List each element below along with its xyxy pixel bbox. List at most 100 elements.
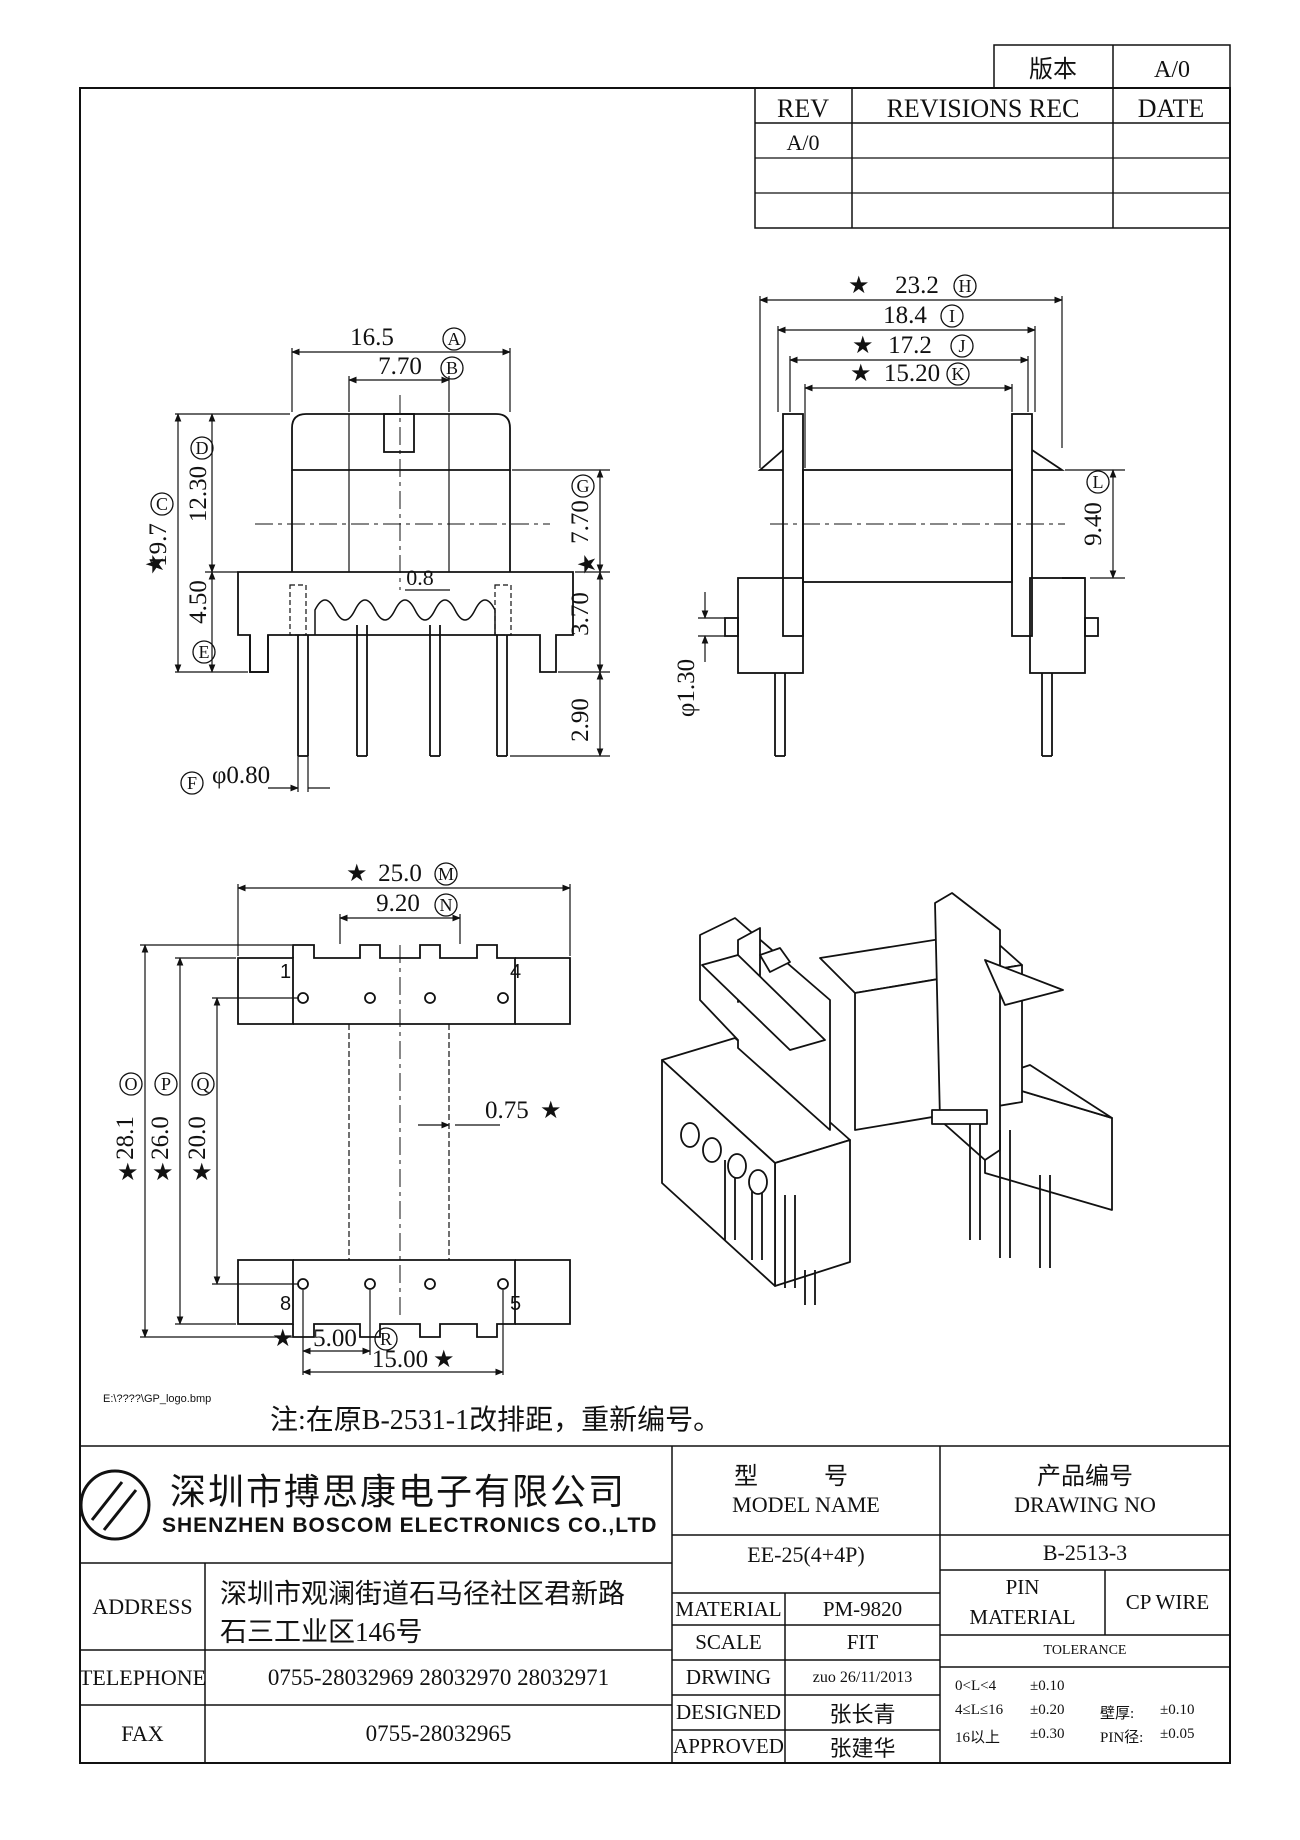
dim-D-value: 12.30 <box>185 466 212 522</box>
model-label-en: MODEL NAME <box>732 1492 880 1517</box>
label-B: B <box>446 358 458 378</box>
label-G: G <box>577 476 590 496</box>
pin-5-label: 5 <box>510 1293 521 1315</box>
dim-H-star: ★ <box>848 273 870 299</box>
company-name-en: SHENZHEN BOSCOM ELECTRONICS CO.,LTD <box>162 1514 658 1537</box>
side-dim-text: 23.2 18.4 17.2 15.20 9.40 φ1.30 ★ ★ ★ <box>673 272 1107 717</box>
dim-C-value: 19.7 <box>145 523 172 567</box>
label-L: L <box>1093 472 1104 492</box>
drawing-border <box>79 87 1231 1764</box>
version-label: 版本 <box>1029 56 1077 83</box>
drawing-no-value: B-2513-3 <box>1042 1540 1128 1565</box>
material-label: MATERIAL <box>675 1596 782 1621</box>
revisions-table: REV REVISIONS REC DATE A/0 <box>754 87 1231 229</box>
pin-material-value: CP WIRE <box>1125 1590 1210 1614</box>
dim-K-value: 15.20 <box>884 360 940 387</box>
side-circle-labels: H I J K L <box>940 274 1110 494</box>
dim-A-value: 16.5 <box>350 324 394 351</box>
note-text: 注:在原B-2531-1改排距，重新编号。 <box>270 1405 722 1436</box>
company-logo <box>79 1469 151 1541</box>
rev-row-1: A/0 <box>787 130 820 155</box>
tolerance-range-3: 16以上 <box>955 1730 1001 1746</box>
dim-pindia-value: φ1.30 <box>673 659 700 717</box>
wall-thickness-value: ±0.10 <box>1160 1702 1195 1718</box>
model-label-cn: 型 号 <box>734 1463 878 1490</box>
label-P: P <box>161 1074 171 1094</box>
dim-P-value: 26.0 <box>147 1116 174 1160</box>
isometric-view <box>661 892 1113 1305</box>
dim-K-star: ★ <box>850 361 872 387</box>
label-M: M <box>438 864 454 884</box>
dim-G-star: ★ <box>575 553 601 575</box>
dim-290-value: 2.90 <box>567 698 594 742</box>
wall-thickness-label: 壁厚: <box>1100 1706 1135 1722</box>
tolerance-range-1: 0<L<4 <box>955 1678 997 1694</box>
front-circle-labels: A B D C E G F <box>150 327 595 795</box>
scale-value: FIT <box>846 1630 879 1654</box>
dim-R-star: ★ <box>272 1326 294 1352</box>
dim-Q-value: 20.0 <box>184 1116 211 1160</box>
designed-value: 张长青 <box>829 1701 896 1727</box>
drwing-value: zuo 26/11/2013 <box>812 1668 913 1686</box>
dim-gap-value: 0.75 <box>485 1097 529 1124</box>
date-header: DATE <box>1138 94 1204 123</box>
dim-O-star: ★ <box>117 1160 139 1186</box>
dim-N-value: 9.20 <box>376 890 420 917</box>
side-view <box>724 413 1099 757</box>
pin-material-label-1: PIN <box>1005 1574 1040 1599</box>
dim-J-value: 17.2 <box>888 332 932 359</box>
label-D: D <box>196 438 209 458</box>
tolerance-value-2: ±0.20 <box>1030 1702 1065 1718</box>
bottom-dim-text: 25.0 9.20 28.1 26.0 20.0 0.75 5.00 15.00… <box>112 860 562 1373</box>
dim-span-star: ★ <box>433 1347 455 1373</box>
label-F: F <box>187 773 197 793</box>
pin-material-label-2: MATERIAL <box>969 1604 1076 1629</box>
label-A: A <box>448 329 461 349</box>
front-view <box>237 395 574 757</box>
designed-label: DESIGNED <box>676 1700 781 1724</box>
dim-gap-star: ★ <box>540 1098 562 1124</box>
label-C: C <box>156 494 168 514</box>
label-I: I <box>949 306 955 326</box>
company-name-cn: 深圳市搏思康电子有限公司 <box>170 1472 627 1512</box>
front-dimensions <box>174 348 610 792</box>
label-Q: Q <box>197 1074 210 1094</box>
fax-label: FAX <box>121 1721 164 1746</box>
address-line-1: 深圳市观澜街道石马径社区君新路 <box>220 1579 625 1609</box>
dim-M-value: 25.0 <box>378 860 422 887</box>
version-box: 版本 A/0 <box>993 44 1231 89</box>
tolerance-value-1: ±0.10 <box>1030 1678 1065 1694</box>
dim-pitch-value: 0.8 <box>406 565 434 590</box>
fax-value: 0755-28032965 <box>365 1721 512 1746</box>
dim-G-value: 7.70 <box>567 500 594 544</box>
version-value: A/0 <box>1154 57 1190 83</box>
material-value: PM-9820 <box>822 1596 903 1621</box>
pin-diameter-value: ±0.05 <box>1160 1726 1195 1742</box>
dim-I-value: 18.4 <box>883 302 927 329</box>
logo-path-text: E:\????\GP_logo.bmp <box>103 1393 212 1405</box>
bottom-circle-labels: M N O P Q R <box>119 862 458 1351</box>
pin-1-label: 1 <box>280 961 291 983</box>
tolerance-value-3: ±0.30 <box>1030 1726 1065 1742</box>
dim-H-value: 23.2 <box>895 272 939 299</box>
bottom-dimensions <box>140 884 571 1376</box>
approved-value: 张建华 <box>829 1735 896 1761</box>
dim-C-star: ★ <box>143 553 169 575</box>
dim-Q-star: ★ <box>191 1160 213 1186</box>
dim-R-value: 5.00 <box>313 1325 357 1352</box>
drawing-no-label-en: DRAWING NO <box>1014 1492 1156 1517</box>
dim-P-star: ★ <box>152 1160 174 1186</box>
label-R: R <box>380 1329 392 1349</box>
scale-label: SCALE <box>695 1630 762 1654</box>
dim-M-star: ★ <box>346 861 368 887</box>
label-K: K <box>952 364 965 384</box>
pin-diameter-label: PIN径: <box>1100 1730 1144 1746</box>
tolerance-label: TOLERANCE <box>1043 1643 1127 1658</box>
side-dimensions <box>698 296 1125 662</box>
address-label: ADDRESS <box>92 1593 193 1619</box>
tolerance-range-2: 4≤L≤16 <box>955 1702 1004 1718</box>
dim-B-value: 7.70 <box>378 353 422 380</box>
model-value: EE-25(4+4P) <box>747 1542 865 1567</box>
label-E: E <box>199 642 210 662</box>
